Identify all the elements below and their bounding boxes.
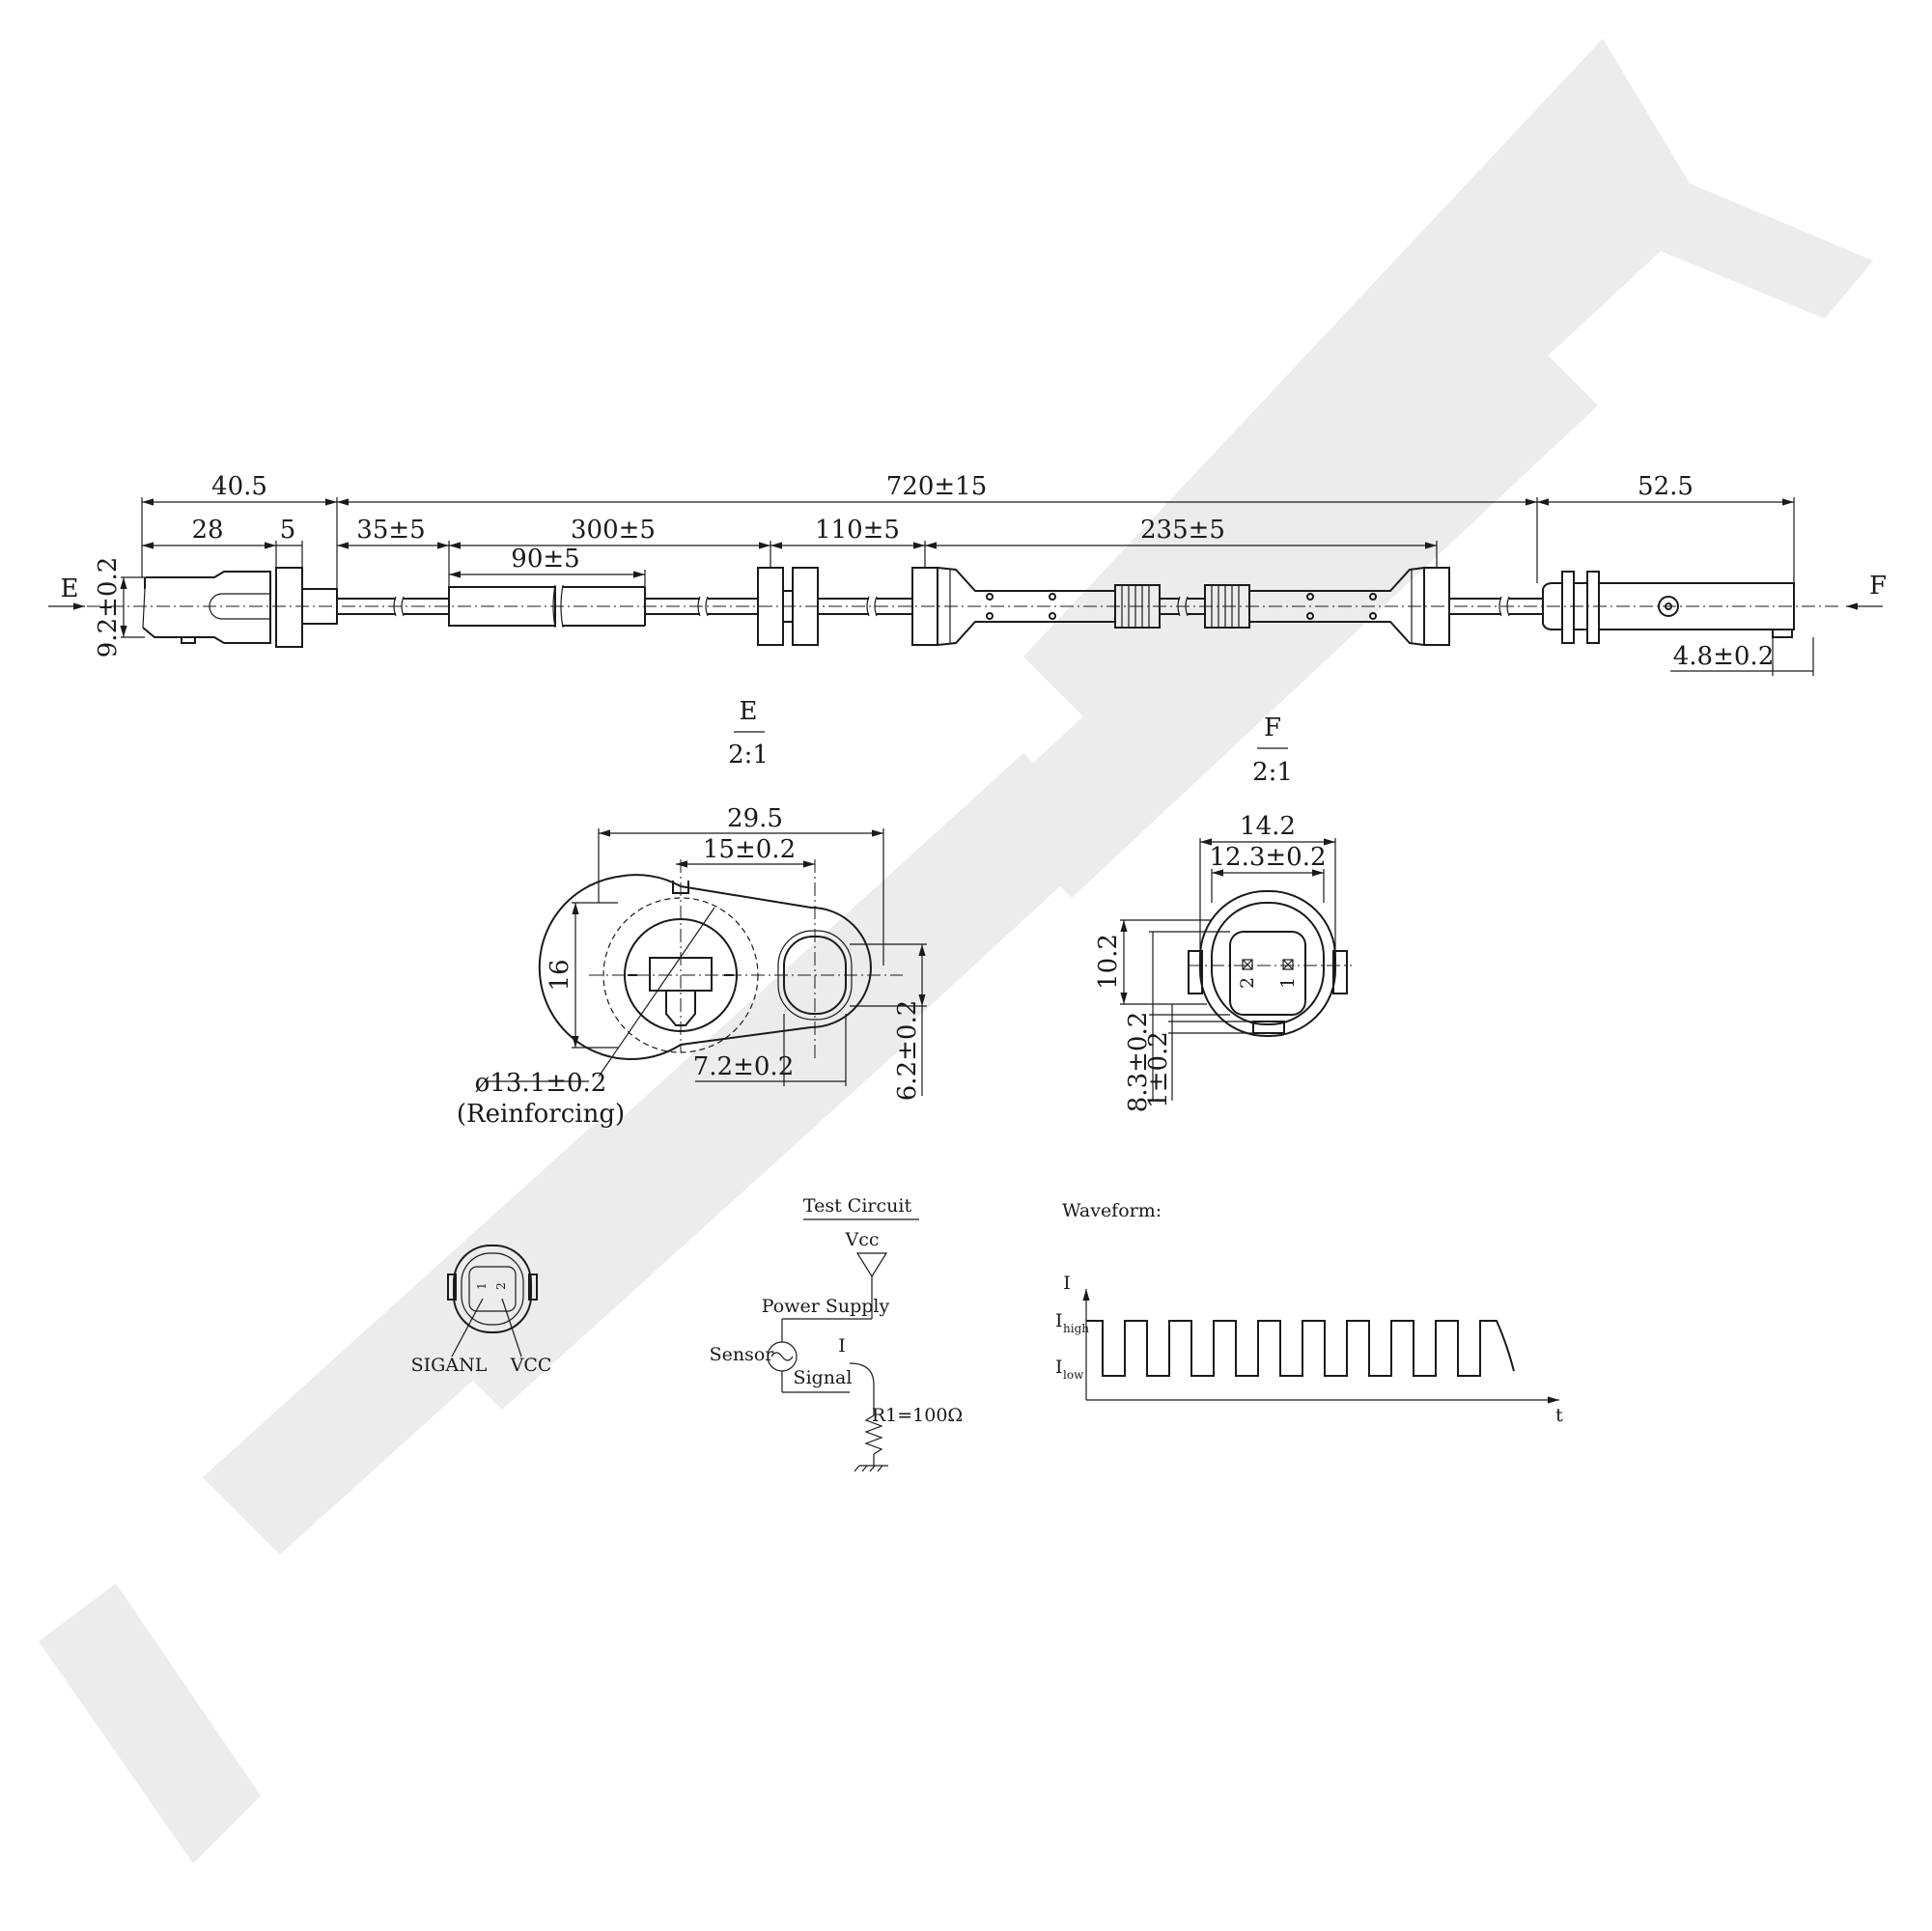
i-low-label: I	[1055, 1357, 1063, 1378]
dim-8-3: 8.3±0.2	[1124, 1012, 1153, 1112]
main-view	[87, 566, 1839, 648]
dim-235: 235±5	[1140, 516, 1225, 545]
waveform-title: Waveform:	[1062, 1200, 1162, 1221]
x-axis-label: t	[1555, 1405, 1563, 1426]
dim-15: 15±0.2	[703, 835, 796, 864]
power-supply-text: Power Supply	[762, 1296, 890, 1317]
i-low-sub: low	[1063, 1368, 1084, 1382]
sensor-text: Sensor	[710, 1344, 775, 1365]
main-dimensions	[48, 497, 1883, 676]
dim-29-5: 29.5	[727, 804, 783, 833]
y-axis-label: I	[1063, 1273, 1071, 1294]
dim-16: 16	[546, 959, 574, 991]
dim-720: 720±15	[886, 472, 988, 501]
pinout-pin-1: 1	[475, 1282, 489, 1290]
dim-28: 28	[191, 516, 223, 545]
dim-5: 5	[280, 516, 296, 545]
waveform-labels: Waveform: I I high I low t	[1055, 1200, 1563, 1426]
dim-14-2: 14.2	[1240, 812, 1296, 841]
dim-12-3: 12.3±0.2	[1209, 843, 1326, 872]
dim-35: 35±5	[356, 516, 425, 545]
dim-90: 90±5	[511, 545, 579, 574]
pinout-diagram	[447, 1245, 538, 1357]
dim-1: 1±0.2	[1144, 1031, 1173, 1108]
waveform-trace	[1086, 1320, 1515, 1377]
pinout-pin-2: 2	[494, 1282, 508, 1290]
pinout-labels: 1 2 SIGANL VCC	[411, 1282, 552, 1376]
detail-e-scale: 2:1	[728, 741, 769, 770]
detail-f-labels: 14.2 12.3±0.2 10.2 8.3±0.2 1±0.2 2 1	[1094, 812, 1327, 1112]
dim-10-2: 10.2	[1094, 934, 1123, 990]
detail-f-scale: 2:1	[1252, 758, 1293, 787]
resistor-text: R1=100Ω	[872, 1405, 963, 1426]
detail-e-labels: 29.5 15±0.2 16 7.2±0.2 6.2±0.2 ø13.1±0.2…	[457, 804, 922, 1129]
waveform	[1082, 1289, 1559, 1404]
detail-e-title: E	[740, 697, 758, 726]
watermark-logo	[39, 39, 1873, 1863]
dim-52-5: 52.5	[1638, 472, 1694, 501]
vcc-text: Vcc	[844, 1229, 879, 1250]
dim-6-2: 6.2±0.2	[893, 1000, 922, 1101]
signal-text: Signal	[794, 1367, 853, 1388]
resistor-icon	[864, 1414, 883, 1455]
pin-2-label: 2	[1237, 977, 1258, 989]
dim-300: 300±5	[571, 516, 656, 545]
signal-label: SIGANL	[411, 1355, 488, 1376]
dim-110: 110±5	[815, 516, 900, 545]
i-high-label: I	[1055, 1310, 1063, 1331]
dim-40-5: 40.5	[211, 472, 267, 501]
view-f-arrow-label: F	[1869, 572, 1887, 601]
pin-1-label: 1	[1277, 977, 1299, 989]
view-e-arrow-label: E	[61, 574, 79, 603]
dim-diameter: ø13.1±0.2	[475, 1069, 607, 1098]
dim-4-8: 4.8±0.2	[1673, 642, 1774, 671]
detail-e: E 2:1	[488, 697, 927, 1096]
dim-7-2: 7.2±0.2	[693, 1052, 794, 1081]
vcc-label: VCC	[510, 1355, 552, 1376]
current-text: I	[838, 1335, 846, 1357]
test-circuit-labels: Test Circuit Vcc Power Supply Sensor I S…	[710, 1195, 964, 1426]
reinforcing-note: (Reinforcing)	[457, 1100, 625, 1129]
dim-9-2: 9.2±0.2	[94, 557, 123, 658]
detail-f-title: F	[1264, 714, 1281, 742]
test-circuit	[767, 1218, 919, 1472]
detail-f: F 2:1	[1120, 714, 1352, 1101]
main-dimension-labels: 40.5 720±15 52.5 28 5 35±5 300±5 90±5 11…	[61, 472, 1888, 671]
test-circuit-title: Test Circuit	[803, 1195, 912, 1217]
i-high-sub: high	[1063, 1322, 1089, 1335]
